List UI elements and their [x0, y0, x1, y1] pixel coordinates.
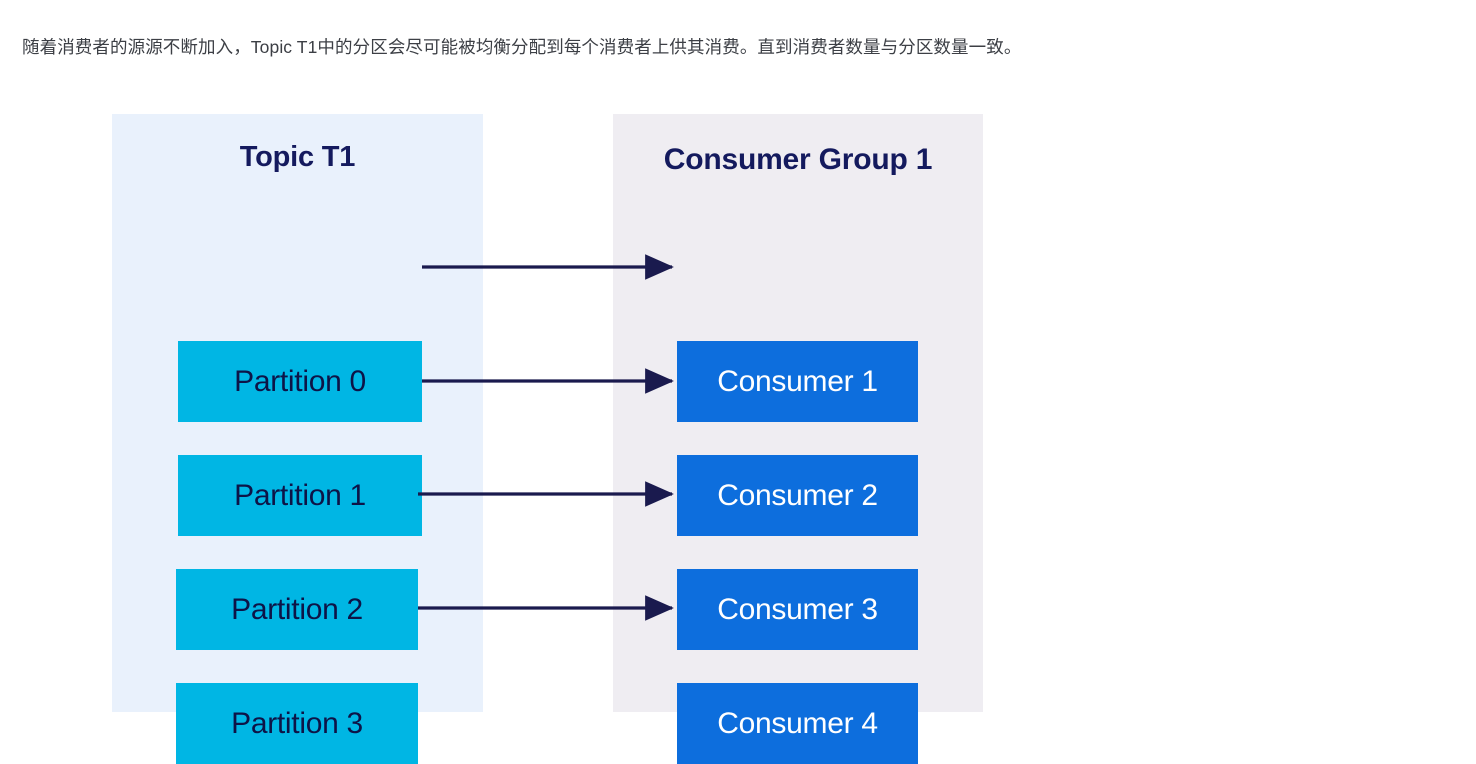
topic-panel: Topic T1 Partition 0 Partition 1 Partiti…: [112, 114, 483, 764]
consumer-node-4: Consumer 4: [677, 683, 918, 764]
consumer-node-1-label: Consumer 1: [717, 364, 878, 398]
consumer-group-panel: Consumer Group 1 Consumer 1 Consumer 2 C…: [613, 114, 983, 764]
partition-node-2: Partition 2: [176, 569, 418, 650]
partition-node-3: Partition 3: [176, 683, 418, 764]
partition-node-3-label: Partition 3: [231, 706, 363, 740]
topic-panel-title: Topic T1: [239, 141, 356, 173]
partition-node-2-label: Partition 2: [231, 592, 363, 626]
partition-node-0: Partition 0: [178, 341, 422, 422]
consumer-node-1: Consumer 1: [677, 341, 918, 422]
partition-node-0-label: Partition 0: [234, 364, 366, 398]
caption-text: 随着消费者的源源不断加入，Topic T1中的分区会尽可能被均衡分配到每个消费者…: [22, 37, 1022, 57]
consumer-group-panel-title: Consumer Group 1: [663, 143, 933, 176]
consumer-node-4-label: Consumer 4: [717, 706, 878, 740]
consumer-node-3-label: Consumer 3: [717, 592, 878, 626]
consumer-node-2-label: Consumer 2: [717, 478, 878, 512]
consumer-node-2: Consumer 2: [677, 455, 918, 536]
partition-node-1-label: Partition 1: [234, 478, 366, 512]
partition-node-1: Partition 1: [178, 455, 422, 536]
consumer-node-3: Consumer 3: [677, 569, 918, 650]
